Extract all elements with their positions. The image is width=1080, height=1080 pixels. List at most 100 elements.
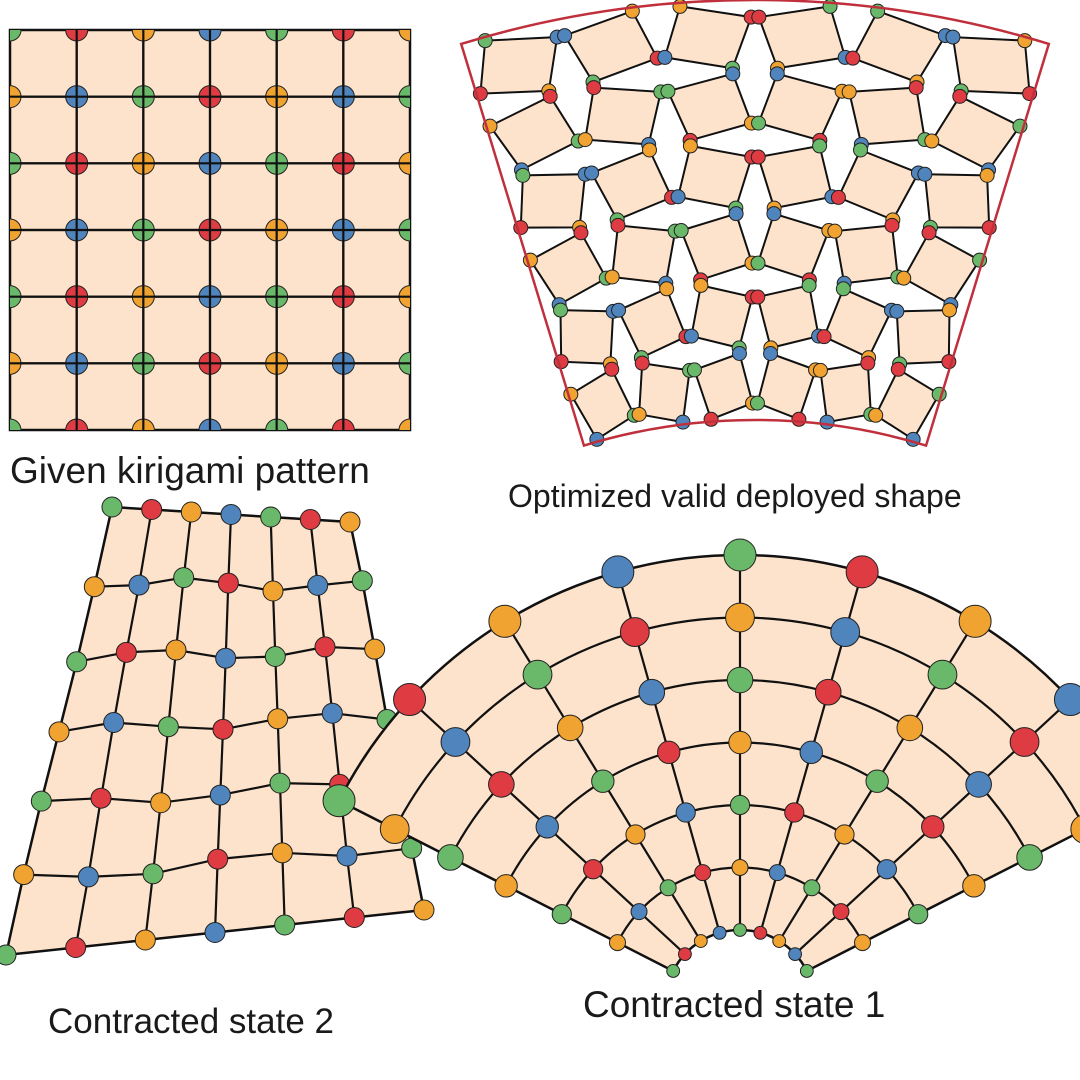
deployed-tile xyxy=(895,309,951,365)
joint-marker xyxy=(212,718,234,740)
joint-marker xyxy=(812,362,828,378)
joint-marker xyxy=(77,866,99,888)
joint-marker xyxy=(803,879,821,897)
deployed-tile xyxy=(676,144,753,210)
joint-marker xyxy=(799,964,814,978)
joint-marker xyxy=(845,50,861,66)
joint-marker xyxy=(573,225,589,241)
joint-marker xyxy=(586,80,602,96)
joint-marker xyxy=(751,115,767,131)
deployed-tile xyxy=(584,86,663,146)
joint-marker xyxy=(1009,727,1040,757)
joint-marker xyxy=(675,414,691,430)
joint-marker xyxy=(271,842,293,864)
joint-marker xyxy=(659,281,675,297)
joint-marker xyxy=(0,944,17,966)
joint-marker xyxy=(979,167,995,183)
joint-marker xyxy=(101,496,123,518)
joint-marker xyxy=(819,414,835,430)
joint-marker xyxy=(30,790,52,812)
joint-marker xyxy=(220,504,242,525)
joint-marker xyxy=(351,570,373,592)
joint-marker xyxy=(686,362,702,378)
joint-marker xyxy=(683,328,699,344)
joint-marker xyxy=(673,223,689,239)
deployed-tile xyxy=(569,367,636,441)
joint-marker xyxy=(791,411,807,427)
deployed-tile xyxy=(756,212,831,282)
joint-marker xyxy=(207,848,229,870)
joint-marker xyxy=(299,509,321,530)
deployed-tile xyxy=(693,352,754,421)
joint-marker xyxy=(889,303,905,319)
joint-marker xyxy=(876,859,897,880)
joint-marker xyxy=(670,189,686,205)
joint-marker xyxy=(921,815,945,839)
joint-marker xyxy=(209,784,231,806)
joint-marker xyxy=(591,769,615,793)
caption-contracted-state-2: Contracted state 2 xyxy=(48,1002,334,1041)
deployed-tile xyxy=(528,231,608,306)
joint-marker xyxy=(267,708,289,730)
joint-marker xyxy=(90,787,112,809)
caption-given-kirigami-pattern: Given kirigami pattern xyxy=(10,450,370,491)
joint-marker xyxy=(896,270,912,286)
joint-marker xyxy=(535,815,559,839)
joint-marker xyxy=(601,555,635,589)
joint-marker xyxy=(853,142,869,158)
joint-marker xyxy=(769,66,785,82)
joint-marker xyxy=(339,511,361,533)
joint-marker xyxy=(890,361,906,377)
joint-marker xyxy=(733,923,747,937)
deployed-tile xyxy=(833,224,899,285)
joint-marker xyxy=(173,567,195,589)
deployed-tile xyxy=(837,148,920,222)
joint-marker xyxy=(830,617,861,647)
joint-marker xyxy=(768,864,786,882)
joint-marker xyxy=(678,947,692,961)
joint-marker xyxy=(515,167,531,183)
joint-marker xyxy=(260,506,282,528)
joint-marker xyxy=(115,641,137,663)
joint-marker xyxy=(10,30,22,42)
deployed-tile xyxy=(756,284,820,350)
joint-marker xyxy=(784,802,805,823)
joint-marker xyxy=(307,574,329,596)
joint-marker xyxy=(625,824,646,845)
joint-marker xyxy=(924,133,940,149)
joint-marker xyxy=(583,859,604,880)
caption-contracted-state-1: Contracted state 1 xyxy=(583,984,886,1025)
caption-optimized-deployed-shape: Optimized valid deployed shape xyxy=(508,478,962,514)
joint-marker xyxy=(610,217,626,233)
joint-marker xyxy=(638,678,666,706)
joint-marker xyxy=(398,30,410,42)
joint-marker xyxy=(165,639,187,661)
deployed-tile xyxy=(519,173,587,229)
joint-marker xyxy=(728,730,752,755)
joint-marker xyxy=(204,922,226,943)
joint-marker xyxy=(725,66,741,82)
deployed-tile xyxy=(559,309,615,365)
joint-marker xyxy=(264,646,286,668)
deployed-tile xyxy=(590,148,673,222)
joint-marker xyxy=(749,395,765,411)
joint-marker xyxy=(703,411,719,427)
joint-marker xyxy=(917,166,933,182)
joint-markers xyxy=(10,30,410,430)
joint-marker xyxy=(788,947,802,961)
deployed-tile xyxy=(902,231,982,306)
deployed-tile xyxy=(851,9,947,84)
deployed-tile xyxy=(617,287,688,359)
joint-marker xyxy=(336,845,358,867)
joint-marker xyxy=(832,903,850,921)
joint-marker xyxy=(141,499,163,520)
joint-marker xyxy=(641,142,657,158)
deployed-tile xyxy=(757,144,834,210)
joint-marker xyxy=(962,874,986,898)
joint-marker xyxy=(584,165,600,181)
joint-marker xyxy=(274,914,296,936)
joint-marker xyxy=(142,863,164,885)
joint-marker xyxy=(150,792,172,814)
joint-marker xyxy=(343,907,365,928)
joint-marker xyxy=(958,604,992,638)
